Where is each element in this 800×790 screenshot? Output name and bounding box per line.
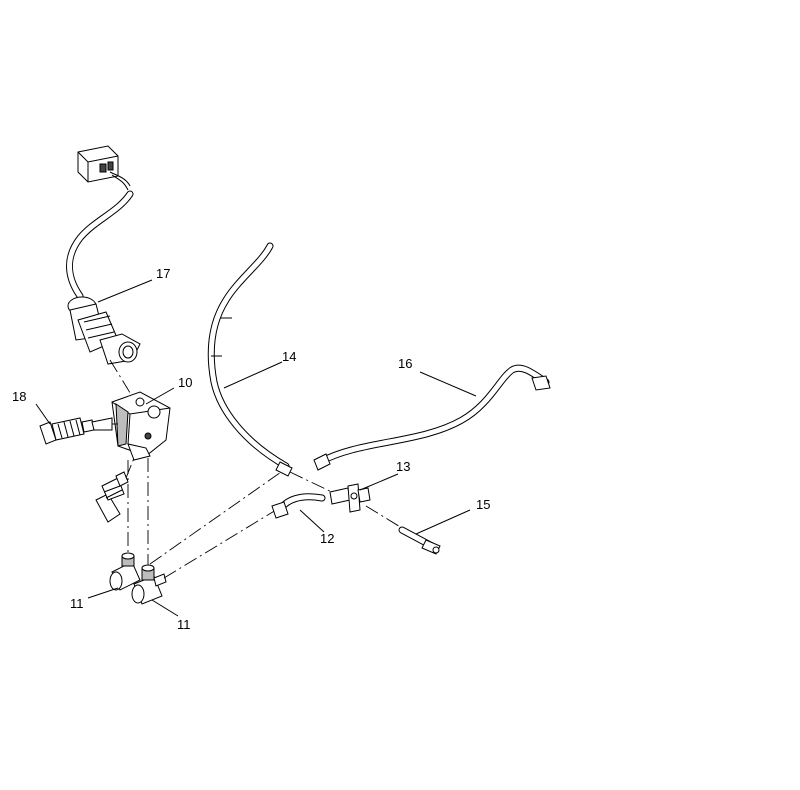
part-15-tube xyxy=(398,526,441,555)
part-10-manifold xyxy=(111,391,171,461)
part-17-sensor xyxy=(66,145,141,365)
callout-11-b: 11 xyxy=(177,617,191,632)
callout-13: 13 xyxy=(396,459,411,474)
callout-10: 10 xyxy=(178,375,193,390)
part-13-tee xyxy=(329,483,371,513)
callout-18: 18 xyxy=(12,389,27,404)
part-11-elbow-a xyxy=(109,552,141,591)
part-12-hose xyxy=(271,493,326,519)
part-16-hose xyxy=(313,364,551,471)
callout-11-a: 11 xyxy=(70,596,84,611)
lower-fitting xyxy=(95,471,129,523)
part-18-fitting xyxy=(39,417,113,445)
leader-lines xyxy=(35,279,477,617)
part-11-elbow-b xyxy=(131,564,167,605)
callout-16: 16 xyxy=(398,356,413,371)
part-14-hose xyxy=(207,242,293,477)
callout-14: 14 xyxy=(282,349,297,364)
callout-12: 12 xyxy=(320,531,335,546)
callout-17: 17 xyxy=(156,266,171,281)
callout-15: 15 xyxy=(476,497,491,512)
